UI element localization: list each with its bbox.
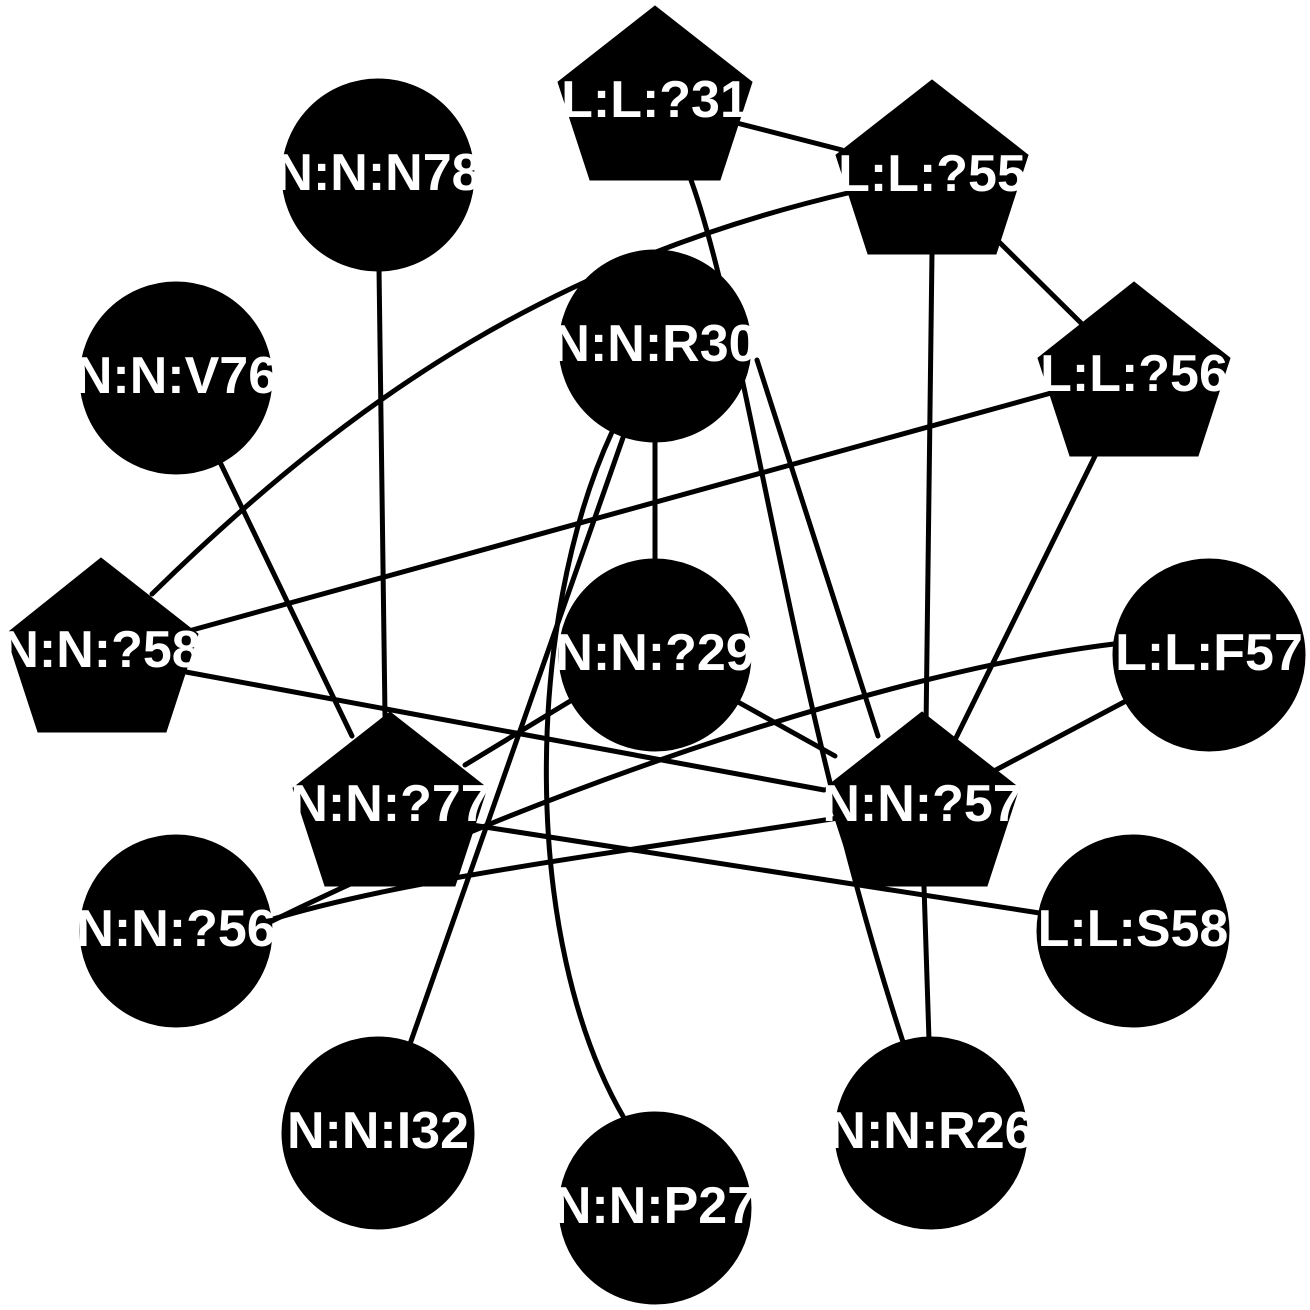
node-lf57[interactable]: L:L:F57	[1112, 558, 1306, 752]
circle-shape	[558, 558, 752, 752]
edge-l31-nr26	[685, 169, 908, 1051]
pentagon-shape	[1037, 281, 1231, 457]
edge-l56-n58	[182, 387, 1065, 635]
node-label: N:N:V76	[75, 347, 277, 405]
node-label: N:N:P27	[554, 1177, 756, 1235]
node-label: N:N:?29	[555, 624, 754, 682]
node-nr30[interactable]: N:N:R30	[552, 249, 758, 443]
edge-nn78-n77	[376, 265, 388, 719]
node-label: N:N:?56	[76, 900, 275, 958]
edge-nr30-ni32	[407, 429, 628, 1047]
edge-lf57-n57	[989, 698, 1129, 775]
circle-shape	[281, 78, 475, 272]
node-n56[interactable]: N:N:?56	[76, 834, 276, 1028]
node-label: L:L:F57	[1115, 624, 1303, 682]
node-nr26[interactable]: N:N:R26	[828, 1036, 1034, 1230]
circle-shape	[79, 834, 273, 1028]
node-l55[interactable]: L:L:?55	[835, 79, 1029, 255]
node-ni32[interactable]: N:N:I32	[281, 1036, 475, 1230]
circle-shape	[281, 1036, 475, 1230]
node-label: N:N:?77	[290, 775, 489, 833]
edge-l55-n57	[923, 249, 935, 731]
pentagon-shape	[835, 79, 1029, 255]
edge-l31-l55	[730, 119, 845, 153]
circle-shape	[79, 281, 273, 475]
node-l56[interactable]: L:L:?56	[1037, 281, 1231, 457]
node-n77[interactable]: N:N:?77	[290, 711, 490, 887]
edge-n57-nr26	[921, 883, 932, 1043]
circle-shape	[1112, 558, 1306, 752]
edge-nv76-n77	[215, 455, 355, 739]
node-label: N:N:R30	[552, 315, 757, 373]
node-np27[interactable]: N:N:P27	[554, 1111, 756, 1305]
node-n57[interactable]: N:N:?57	[822, 711, 1022, 887]
node-nn78[interactable]: N:N:N78	[275, 78, 481, 272]
edge-nr30-np27	[543, 429, 627, 1121]
node-label: N:N:N78	[275, 144, 480, 202]
node-label: N:N:?57	[822, 775, 1021, 833]
node-label: N:N:I32	[287, 1102, 469, 1160]
node-label: N:N:?58	[1, 621, 200, 679]
node-label: N:N:R26	[828, 1102, 1033, 1160]
node-l31[interactable]: L:L:?31	[557, 5, 753, 181]
node-n58[interactable]: N:N:?58	[1, 557, 201, 733]
circle-shape	[834, 1036, 1028, 1230]
circle-shape	[1036, 834, 1230, 1028]
node-label: L:L:?55	[838, 145, 1026, 203]
edge-n57-n56	[267, 815, 841, 923]
pentagon-shape	[5, 557, 199, 733]
edge-layer	[149, 119, 1129, 1121]
node-layer: L:L:?31 L:L:?55 L:L:?56 L:L:F57 L:L:S58 …	[1, 5, 1306, 1305]
node-n29[interactable]: N:N:?29	[555, 558, 755, 752]
node-ls58[interactable]: L:L:S58	[1036, 834, 1230, 1028]
node-label: L:L:?31	[561, 71, 749, 129]
edge-l55-l56	[990, 233, 1084, 326]
pentagon-shape	[292, 711, 488, 887]
circle-shape	[558, 1111, 752, 1305]
node-label: L:L:S58	[1038, 900, 1229, 958]
node-nv76[interactable]: N:N:V76	[75, 281, 277, 475]
edge-n58-n57	[183, 669, 827, 793]
circle-shape	[558, 249, 752, 443]
edge-n77-ls58	[469, 822, 1049, 917]
pentagon-shape	[824, 711, 1020, 887]
node-label: L:L:?56	[1040, 345, 1228, 403]
pentagon-shape	[557, 5, 753, 181]
edge-l56-n57	[950, 449, 1100, 747]
edge-n29-n57	[735, 699, 838, 759]
edge-nr30-n57	[754, 357, 881, 739]
